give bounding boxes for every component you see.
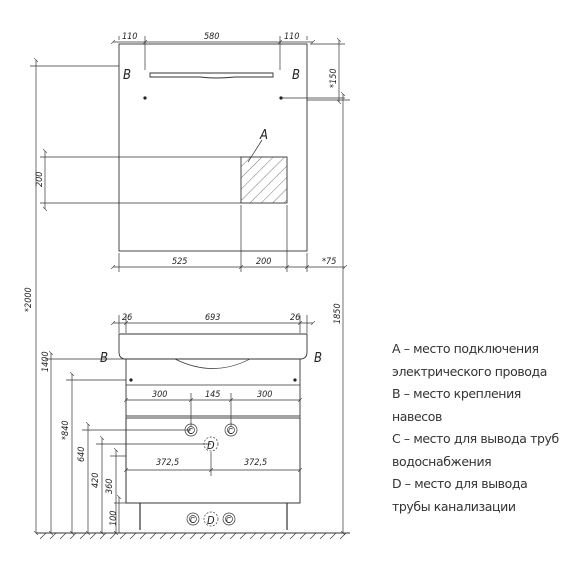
- legend-line: водоснабжения: [392, 453, 492, 469]
- marker-d-drain: D: [207, 439, 215, 452]
- dim-mirror-110-left: 110: [122, 32, 137, 42]
- lower-drawer: [125, 417, 301, 504]
- dim-total-1850: 1850: [333, 303, 343, 324]
- socket-area-a: [240, 156, 288, 204]
- dim-cabinet-145: 145: [205, 390, 220, 400]
- dim-cabinet-420: 420: [91, 473, 101, 488]
- water-outlet-right: [224, 423, 238, 437]
- dim-cabinet-300-right: 300: [257, 390, 272, 400]
- dim-cabinet-360: 360: [105, 479, 115, 494]
- dim-mirror-110-right: 110: [284, 32, 299, 42]
- marker-c-floor-right: C: [226, 516, 231, 525]
- dim-cabinet-640: 640: [77, 447, 87, 462]
- legend-line: навесов: [392, 408, 442, 424]
- legend-line: B – место крепления: [392, 386, 521, 401]
- dim-cabinet-100: 100: [109, 511, 119, 526]
- dim-mirror-150: *150: [329, 69, 339, 89]
- drain-outlet: [203, 436, 219, 452]
- legend-line: C – место для вывода труб: [392, 431, 559, 446]
- floor-drain: [203, 511, 219, 527]
- legend-line: D – место для вывода: [392, 476, 528, 491]
- mirror-panel: [118, 43, 308, 252]
- dim-cabinet-693: 693: [205, 313, 220, 323]
- basin-bowl-line: [132, 358, 294, 369]
- mount-point-mirror-left: [143, 96, 147, 100]
- dim-cabinet-840: *840: [61, 421, 71, 441]
- dim-cabinet-26-left: 26: [122, 313, 132, 323]
- legend-line: электрического провода: [392, 363, 548, 379]
- marker-d-floor: D: [207, 514, 215, 527]
- dim-cabinet-1400: 1400: [41, 351, 51, 372]
- dim-cabinet-372-left: 372,5: [156, 458, 179, 468]
- mirror-lamp: [149, 72, 274, 79]
- cabinet-side: [125, 416, 301, 504]
- floor-hatch: [39, 532, 347, 540]
- floor-water-right: [222, 512, 236, 526]
- marker-b-mirror-right: B: [292, 68, 300, 83]
- floor-water-left: [186, 512, 200, 526]
- marker-c-water-left: C: [188, 427, 193, 436]
- marker-c-water-right: C: [228, 427, 233, 436]
- dim-cabinet-300-left: 300: [152, 390, 167, 400]
- legend-line: A – место подключения: [392, 341, 539, 356]
- mount-point-cabinet-left: [129, 378, 133, 382]
- marker-b-cabinet-left: B: [100, 351, 108, 366]
- water-outlet-left: [184, 423, 198, 437]
- mount-point-cabinet-right: [293, 378, 297, 382]
- mount-point-mirror-right: [279, 96, 283, 100]
- dim-mirror-75: *75: [322, 257, 336, 267]
- marker-b-mirror-left: B: [123, 68, 131, 83]
- marker-b-cabinet-right: B: [314, 351, 322, 366]
- dim-mirror-200-bottom: 200: [256, 257, 271, 267]
- upper-drawer: [125, 358, 301, 417]
- dim-mirror-580: 580: [204, 32, 219, 42]
- dim-mirror-525: 525: [172, 257, 187, 267]
- legend: A – место подключения электрического про…: [392, 338, 566, 518]
- dim-total-2000: *2000: [24, 287, 34, 312]
- legend-line: трубы канализации: [392, 498, 516, 514]
- washbasin: [118, 333, 308, 360]
- dim-cabinet-372-right: 372,5: [244, 458, 267, 468]
- dim-mirror-200: 200: [35, 172, 45, 187]
- dim-cabinet-26-right: 26: [290, 313, 300, 323]
- marker-a: A: [259, 128, 268, 143]
- marker-c-floor-left: C: [190, 516, 195, 525]
